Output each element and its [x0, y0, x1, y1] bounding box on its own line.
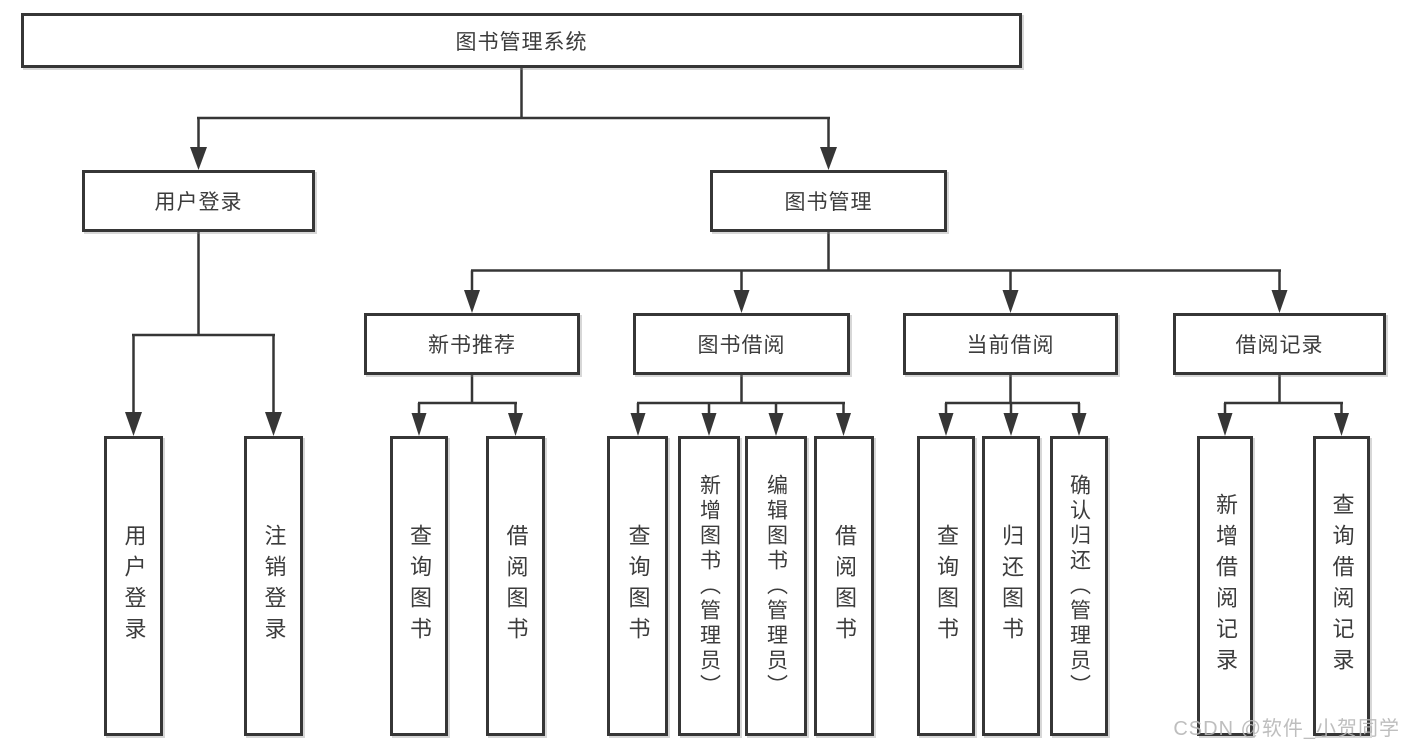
leaf-bb-query-books: 查询图书: [607, 436, 668, 736]
leaf-cb-return-books: 归还图书: [982, 436, 1040, 736]
node-user-login: 用户登录: [82, 170, 315, 232]
arrowhead: [836, 413, 851, 436]
arrowhead: [1002, 290, 1019, 313]
arrowhead: [508, 413, 523, 436]
leaf-cb-confirm-return-admin: 确认归还（管理员）: [1050, 436, 1108, 736]
arrowhead: [768, 413, 784, 436]
arrowhead: [630, 413, 646, 436]
arrowhead: [938, 413, 954, 436]
leaf-bb-borrow-books: 借阅图书: [814, 436, 874, 736]
arrowhead: [1334, 413, 1349, 436]
arrowhead: [190, 147, 207, 170]
arrowhead: [1071, 413, 1087, 436]
leaf-nbr-borrow-books: 借阅图书: [486, 436, 545, 736]
arrowhead: [820, 147, 837, 170]
arrowhead: [265, 412, 282, 436]
node-borrowing-records: 借阅记录: [1173, 313, 1386, 375]
leaf-nbr-query-books: 查询图书: [390, 436, 448, 736]
leaf-bb-add-books-admin: 新增图书（管理员）: [678, 436, 740, 736]
arrowhead: [464, 290, 480, 313]
arrowhead: [701, 413, 717, 436]
arrowhead: [733, 290, 750, 313]
arrowhead: [125, 412, 142, 436]
arrowhead: [1271, 290, 1288, 313]
arrowhead: [1217, 413, 1233, 436]
leaf-logout: 注销登录: [244, 436, 303, 736]
node-book-management: 图书管理: [710, 170, 947, 232]
csdn-watermark: CSDN @软件_小贺同学: [1173, 718, 1400, 740]
node-book-borrowing: 图书借阅: [633, 313, 850, 375]
leaf-br-query-borrow-record: 查询借阅记录: [1313, 436, 1370, 736]
leaf-user-login: 用户登录: [104, 436, 163, 736]
leaf-br-add-borrow-record: 新增借阅记录: [1197, 436, 1253, 736]
node-current-borrowing: 当前借阅: [903, 313, 1118, 375]
arrowhead: [411, 413, 427, 436]
leaf-cb-query-books: 查询图书: [917, 436, 975, 736]
arrowhead: [1003, 413, 1019, 436]
node-new-book-recommendation: 新书推荐: [364, 313, 580, 375]
leaf-bb-edit-books-admin: 编辑图书（管理员）: [745, 436, 807, 736]
node-library-management-system: 图书管理系统: [21, 13, 1022, 68]
